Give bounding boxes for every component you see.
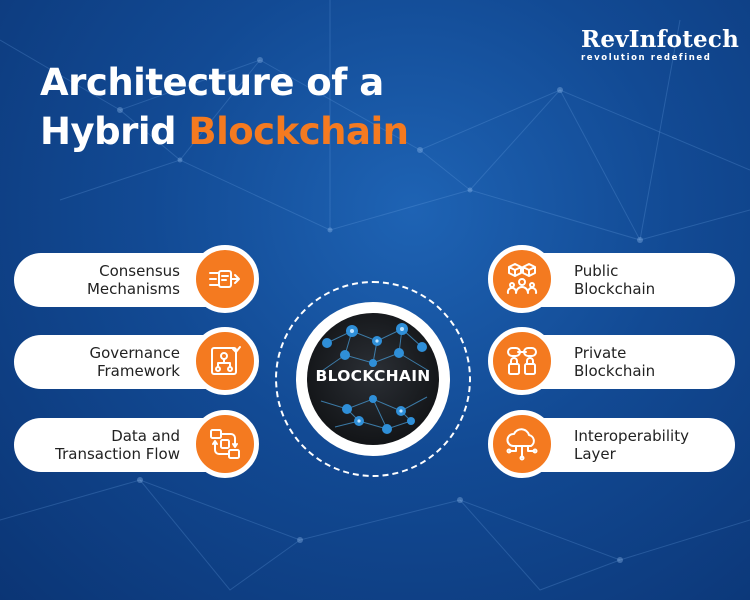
page-title: Architecture of a Hybrid Blockchain (40, 58, 409, 156)
item-label-line-1: Private (574, 344, 627, 362)
item-label-line-1: Interoperability (574, 427, 689, 445)
title-plain: Hybrid (40, 110, 189, 153)
item-label-line-2: Framework (96, 362, 180, 380)
item-label-line-2: Blockchain (574, 280, 656, 298)
item-label-line-1: Public (574, 262, 619, 280)
item-label-line-2: Transaction Flow (55, 445, 180, 463)
item-label-line-1: Governance (89, 344, 181, 362)
public-blockchain-icon (488, 245, 556, 313)
title-accent: Blockchain (188, 110, 409, 153)
blockchain-globe-image: BLOCKCHAIN (307, 313, 439, 445)
item-label-line-2: Layer (574, 445, 616, 463)
item-label-line-1: Data and (111, 427, 180, 445)
item-label-line-2: Blockchain (574, 362, 656, 380)
brand-name: RevInfotech (581, 26, 740, 53)
item-label-line-1: Consensus (99, 262, 180, 280)
brand-tagline: revolution redefined (581, 53, 712, 63)
item-label-line-2: Mechanisms (86, 280, 180, 298)
title-line-2: Hybrid Blockchain (40, 107, 409, 156)
governance-icon (191, 327, 259, 395)
private-blockchain-icon (488, 327, 556, 395)
blockchain-label: BLOCKCHAIN (315, 367, 431, 385)
title-line-1: Architecture of a (40, 61, 384, 104)
brand-logo: RevInfotech revolution redefined (581, 26, 739, 63)
cloud-network-icon (488, 410, 556, 478)
data-flow-icon (191, 410, 259, 478)
consensus-icon (191, 245, 259, 313)
center-dashed-ring (275, 281, 471, 477)
